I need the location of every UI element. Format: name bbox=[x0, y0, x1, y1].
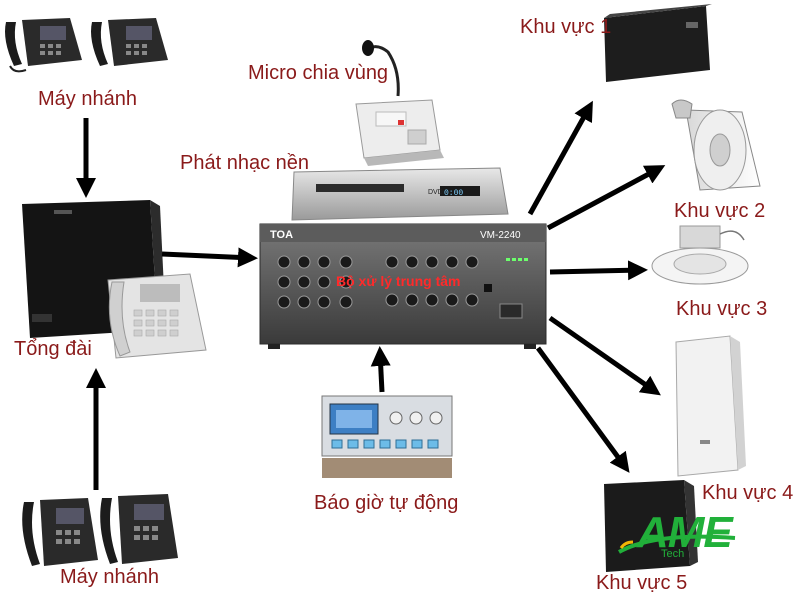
amplifier-model: VM-2240 bbox=[480, 230, 521, 241]
dvd-display: 0:00 bbox=[444, 189, 463, 198]
label-khu-vuc-1: Khu vực 1 bbox=[520, 16, 612, 38]
paging-microphone bbox=[355, 40, 444, 166]
label-tong-dai: Tổng đài bbox=[14, 338, 92, 360]
zone-2-horn-speaker bbox=[671, 99, 761, 191]
amplifier-brand: TOA bbox=[270, 229, 293, 241]
desk-phone-bottom-left bbox=[22, 498, 98, 566]
amplifier-overlay-label: Bộ xử lý trung tâm bbox=[336, 273, 460, 289]
logo-name: AME bbox=[637, 508, 733, 557]
logo-sub: Tech bbox=[661, 548, 685, 560]
label-may-nhanh-top: Máy nhánh bbox=[38, 88, 137, 110]
pbx-operator-phone bbox=[107, 273, 207, 359]
arrow-to-zone-1 bbox=[527, 100, 593, 216]
auto-bell-timer bbox=[321, 395, 453, 478]
arrow-timer-to-amplifier bbox=[370, 346, 391, 393]
label-bao-gio: Báo giờ tự động bbox=[314, 492, 459, 514]
desk-phone-top-right bbox=[91, 18, 168, 66]
desk-phone-bottom-right bbox=[100, 494, 178, 564]
label-micro: Micro chia vùng bbox=[248, 62, 389, 84]
zone-4-column-speaker bbox=[675, 335, 746, 477]
arrow-to-zone-5 bbox=[535, 346, 630, 473]
label-khu-vuc-5: Khu vực 5 bbox=[596, 572, 688, 594]
arrow-to-zone-2 bbox=[546, 165, 666, 231]
desk-phone-top-left bbox=[5, 18, 82, 73]
logo-swoosh-icon bbox=[618, 534, 736, 554]
arrow-to-zone-4 bbox=[548, 315, 661, 396]
dvd-logo: DVD bbox=[428, 189, 443, 196]
label-khu-vuc-3: Khu vực 3 bbox=[676, 298, 768, 320]
dvd-player: DVD 0:00 bbox=[291, 167, 509, 221]
toa-amplifier: TOA VM-2240 Bộ xử lý trung tâm bbox=[259, 223, 547, 349]
zone-1-speaker bbox=[604, 4, 712, 82]
label-khu-vuc-4: Khu vực 4 bbox=[702, 482, 794, 504]
label-phat-nhac: Phát nhạc nền bbox=[180, 152, 309, 174]
label-may-nhanh-bottom: Máy nhánh bbox=[60, 566, 159, 588]
arrow-to-zone-3 bbox=[549, 260, 648, 281]
arrow-pbx-to-amplifier bbox=[161, 247, 258, 268]
ame-tech-logo: AME Tech bbox=[615, 508, 775, 578]
label-khu-vuc-2: Khu vực 2 bbox=[674, 200, 766, 222]
zone-3-ceiling-speaker bbox=[651, 225, 749, 285]
